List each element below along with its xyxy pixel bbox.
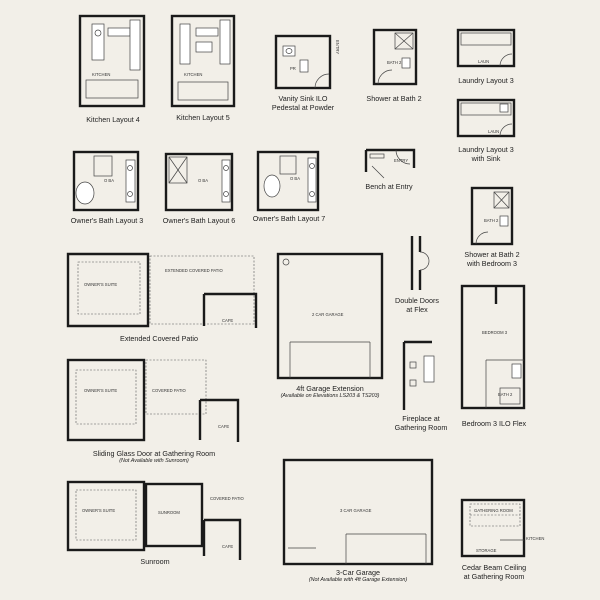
caption-sunroom: Sunroom <box>140 557 170 566</box>
kitchen-label-5: KITCHEN <box>184 72 202 77</box>
entry-label-vanity: ENTRY <box>335 40 340 54</box>
caption-extended-covered-patio: Extended Covered Patio <box>120 334 198 343</box>
bench-entry-plan: ENTRY <box>364 148 416 179</box>
laundry-label-3: LAUN <box>478 59 489 64</box>
extended-patio-label: EXTENDED COVERED PATIO <box>165 268 224 273</box>
double-doors-flex-plan <box>410 236 430 290</box>
covered-patio-label-sunroom: COVERED PATIO <box>210 496 245 501</box>
kitchen-label-4: KITCHEN <box>92 72 110 77</box>
storage-label: STORAGE <box>476 548 497 553</box>
gathering-room-label: GATHERING ROOM <box>474 508 513 513</box>
cafe-label-sliding: CAFE <box>218 424 229 429</box>
two-car-garage-label: 2 CAR GARAGE <box>312 312 344 317</box>
three-car-garage-plan: 3 CAR GARAGE <box>282 458 434 566</box>
owners-bath-label-7: O BA <box>290 176 300 181</box>
cafe-label-sunroom: CAFE <box>222 544 233 549</box>
bath-2-label-bed3: BATH 2 <box>484 218 499 223</box>
caption-bench-entry: Bench at Entry <box>365 182 413 191</box>
kitchen-label-cedar: KITCHEN <box>526 536 544 541</box>
cedar-beam-ceiling-plan: GATHERING ROOM STORAGE KITCHEN <box>460 498 544 558</box>
owners-bath-7-plan: O BA <box>256 150 320 212</box>
caption-sliding-glass-door: Sliding Glass Door at Gathering Room(Not… <box>92 449 216 464</box>
kitchen-layout-5-plan: KITCHEN <box>170 14 236 108</box>
extended-covered-patio-plan: OWNER'S SUITE EXTENDED COVERED PATIO CAF… <box>66 252 258 328</box>
bath-2-label-flex: BATH 2 <box>498 392 513 397</box>
caption-three-car-garage: 3-Car Garage(Not Available with 4ft Gara… <box>308 568 408 583</box>
three-car-garage-label: 3 CAR GARAGE <box>340 508 372 513</box>
caption-owners-bath-3: Owner's Bath Layout 3 <box>70 216 144 225</box>
sunroom-plan: OWNER'S SUITE SUNROOM COVERED PATIO CAFE <box>66 480 245 560</box>
caption-shower-bath-2: Shower at Bath 2 <box>366 94 422 103</box>
kitchen-layout-4-plan: KITCHEN <box>78 14 146 108</box>
owners-bath-label-3: O BA <box>104 178 114 183</box>
garage-extension-plan: 2 CAR GARAGE <box>276 252 384 380</box>
owners-bath-3-plan: O BA <box>72 150 140 212</box>
sliding-glass-door-plan: OWNER'S SUITE COVERED PATIO CAFE <box>66 358 240 442</box>
bedroom-3-flex-plan: BEDROOM 3 BATH 2 <box>460 284 526 410</box>
entry-label-bench: ENTRY <box>394 158 408 163</box>
shower-bath-2-bedroom-3-plan: BATH 2 <box>470 186 514 246</box>
covered-patio-label-sliding: COVERED PATIO <box>152 388 187 393</box>
caption-garage-extension: 4ft Garage Extension(Available on Elevat… <box>280 384 380 399</box>
owners-suite-label-sunroom: OWNER'S SUITE <box>82 508 115 513</box>
bath-2-label: BATH 2 <box>387 60 402 65</box>
caption-kitchen-layout-5: Kitchen Layout 5 <box>176 113 230 122</box>
caption-laundry-layout-3: Laundry Layout 3 <box>458 76 514 85</box>
caption-owners-bath-6: Owner's Bath Layout 6 <box>162 216 236 225</box>
caption-kitchen-layout-4: Kitchen Layout 4 <box>86 115 140 124</box>
sunroom-label: SUNROOM <box>158 510 180 515</box>
shower-bath-2-plan: BATH 2 <box>372 28 418 86</box>
owners-bath-6-plan: O BA <box>164 152 234 212</box>
powder-label: PR <box>290 66 296 71</box>
fireplace-plan <box>402 340 435 410</box>
owners-suite-label-patio: OWNER'S SUITE <box>84 282 117 287</box>
bedroom-3-label: BEDROOM 3 <box>482 330 508 335</box>
cafe-label-patio: CAFE <box>222 318 233 323</box>
laundry-layout-3-sink-plan: LAUN <box>456 98 516 138</box>
vanity-sink-plan: PR ENTRY <box>274 34 340 90</box>
caption-bedroom-3-flex: Bedroom 3 ILO Flex <box>461 419 527 428</box>
owners-bath-label-6: O BA <box>198 178 208 183</box>
caption-owners-bath-7: Owner's Bath Layout 7 <box>252 214 326 223</box>
owners-suite-label-sliding: OWNER'S SUITE <box>84 388 117 393</box>
laundry-label-3-sink: LAUN <box>488 129 499 134</box>
laundry-layout-3-plan: LAUN <box>456 28 516 68</box>
